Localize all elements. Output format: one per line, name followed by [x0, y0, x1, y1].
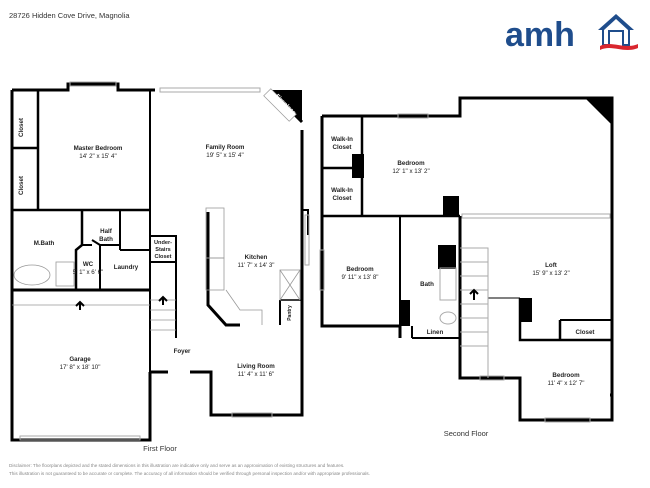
room-family-room: Family Room 19' 5" x 15' 4" [206, 144, 245, 159]
room-name: Linen [426, 329, 444, 336]
room-name: M.Bath [33, 240, 55, 247]
room-living-room: Living Room 11' 4" x 11' 6" [237, 363, 274, 378]
room-name: Living Room [237, 363, 275, 370]
room-name: WC [82, 261, 94, 268]
room-name: Closet [575, 329, 595, 336]
room-name: Walk-In Closet [331, 187, 353, 202]
room-walk-in-closet-1: Walk-In Closet [327, 136, 357, 151]
room-dimensions: 11' 7" x 14' 3" [237, 261, 275, 269]
room-walk-in-closet-2: Walk-In Closet [327, 187, 357, 202]
room-name: Under-Stairs Closet [153, 240, 173, 260]
pantry-label: Pantry [286, 305, 293, 321]
disclaimer-line-1: Disclaimer: The floorplans depicted and … [9, 463, 345, 468]
room-bedroom-3: Bedroom 9' 11" x 13' 8" [342, 266, 379, 281]
room-master-bath: M.Bath [34, 240, 55, 248]
room-name: Half Bath [99, 228, 113, 243]
room-half-bath: Half Bath [94, 228, 118, 243]
swoosh-icon [600, 44, 638, 50]
room-dimensions: 9' 11" x 13' 8" [341, 273, 379, 281]
room-dimensions: 11' 4" x 11' 6" [237, 370, 275, 378]
room-name: Loft [545, 262, 557, 269]
room-wc: WC 5' 1" x 6' 6" [73, 261, 104, 276]
room-dimensions: 11' 4" x 12' 7" [547, 379, 585, 387]
room-foyer: Foyer [174, 348, 191, 356]
room-laundry: Laundry [114, 264, 138, 272]
room-name: Walk-In Closet [331, 136, 353, 151]
room-under-stairs-closet: Under-Stairs Closet [151, 240, 175, 261]
room-dimensions: 15' 9" x 13' 2" [532, 269, 570, 277]
second-floor-label: Second Floor [443, 429, 489, 438]
room-dimensions: 12' 1" x 13' 2" [392, 167, 430, 175]
room-dimensions: 19' 5" x 15' 4" [206, 151, 244, 159]
logo-text: amh [505, 16, 575, 54]
disclaimer-line-2: This illustration is not guaranteed to b… [9, 470, 370, 476]
disclaimer: Disclaimer: The floorplans depicted and … [9, 462, 649, 477]
room-dimensions: 5' 1" x 6' 6" [72, 268, 104, 276]
room-bedroom-2: Bedroom 12' 1" x 13' 2" [392, 160, 429, 175]
room-garage: Garage 17' 8" x 18' 10" [60, 356, 101, 371]
room-label-closet-1: Closet [17, 118, 25, 137]
room-name: Kitchen [244, 254, 268, 261]
room-label-closet-2: Closet [17, 176, 25, 195]
room-bedroom-4: Bedroom 11' 4" x 12' 7" [548, 372, 585, 387]
room-kitchen: Kitchen 11' 7" x 14' 3" [238, 254, 275, 269]
room-name: Bath [420, 281, 434, 288]
room-dimensions: 14' 2" x 15' 4" [79, 152, 117, 160]
room-name: Laundry [113, 264, 139, 271]
room-linen: Linen [427, 329, 444, 337]
room-name: Master Bedroom [73, 145, 123, 152]
room-name: Bedroom [346, 266, 374, 273]
room-name: Foyer [173, 348, 191, 355]
room-closet-upstairs: Closet [576, 329, 595, 337]
room-bath: Bath [420, 281, 434, 289]
amh-logo: amh [500, 6, 645, 54]
room-name: Bedroom [552, 372, 580, 379]
room-master-bedroom: Master Bedroom 14' 2" x 15' 4" [74, 145, 123, 160]
property-address: 28726 Hidden Cove Drive, Magnolia [9, 11, 130, 20]
first-floor-label: First Floor [143, 444, 177, 453]
room-name: Family Room [205, 144, 245, 151]
room-name: Bedroom [397, 160, 425, 167]
room-name: Garage [69, 356, 91, 363]
room-loft: Loft 15' 9" x 13' 2" [532, 262, 569, 277]
room-dimensions: 17' 8" x 18' 10" [59, 363, 101, 371]
